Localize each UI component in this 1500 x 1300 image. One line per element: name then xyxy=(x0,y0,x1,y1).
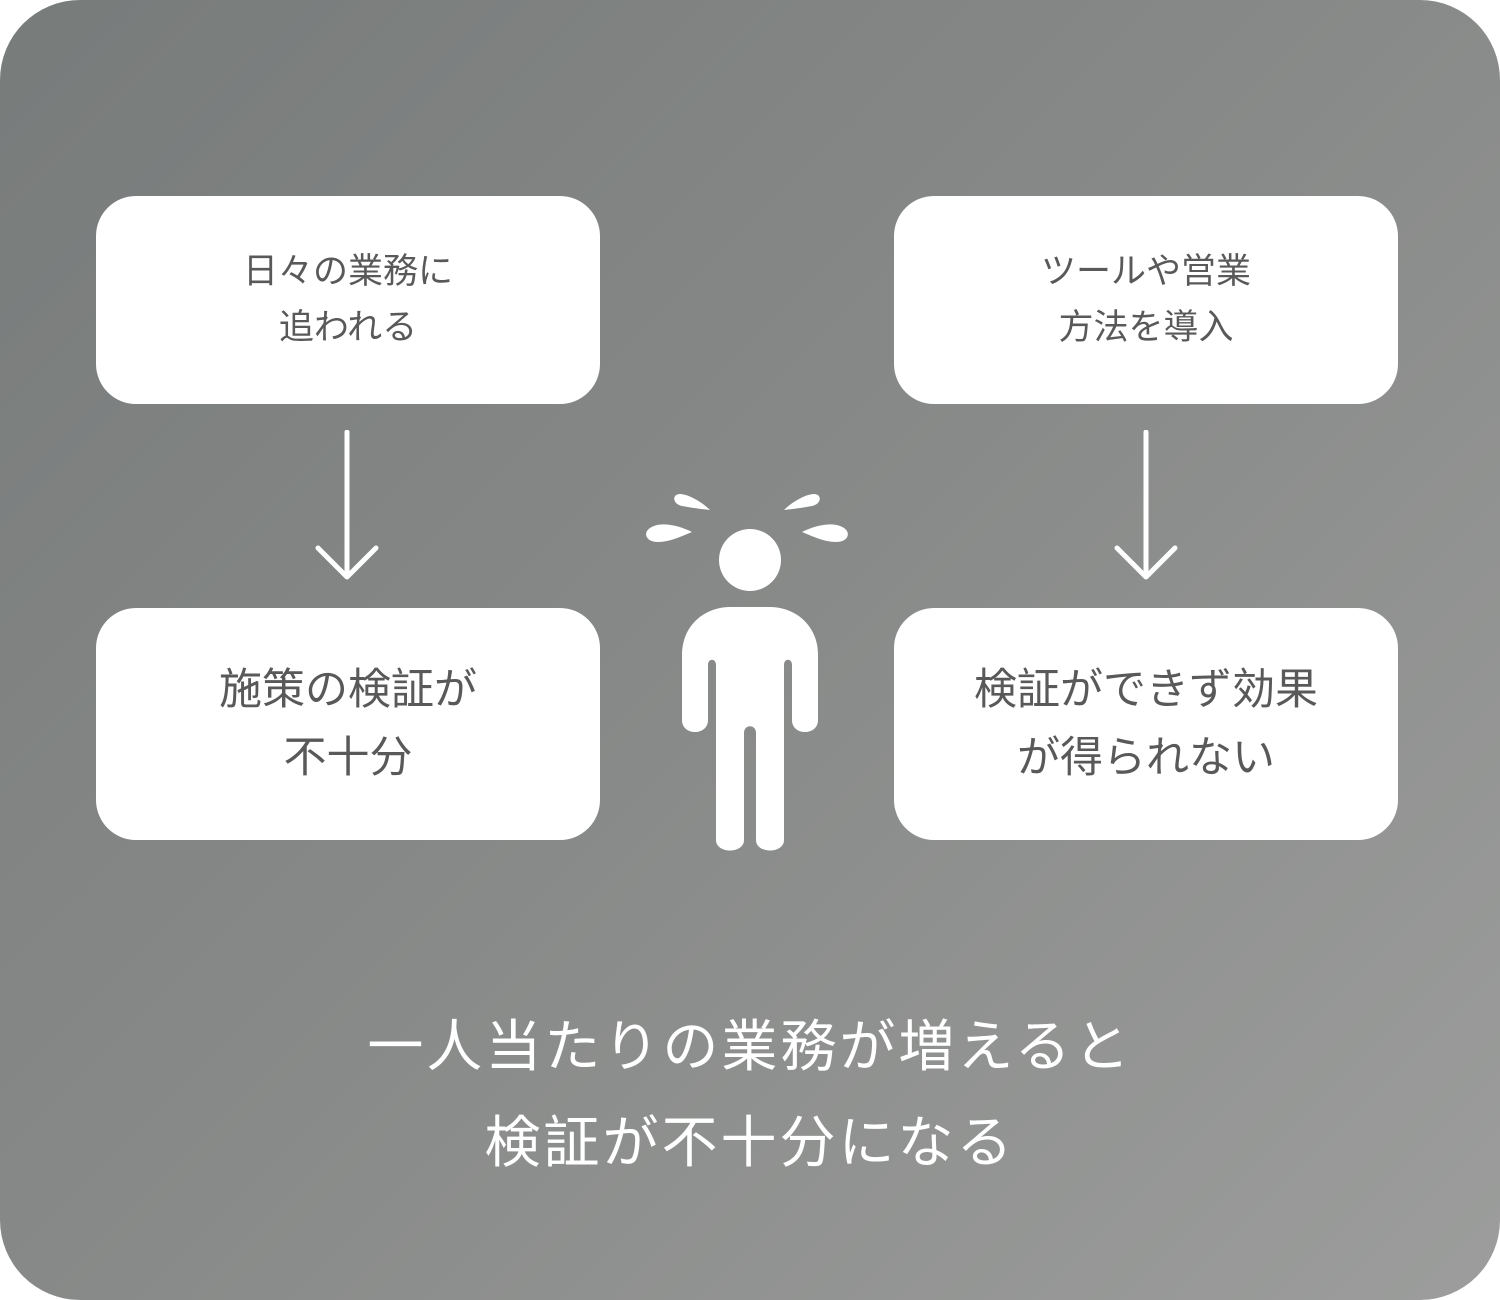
crying-person-icon xyxy=(646,494,848,851)
box-text-line: 施策の検証が xyxy=(219,665,477,715)
box-text-line: 不十分 xyxy=(283,733,413,783)
box-no-effect: 検証ができず効果 が得られない xyxy=(894,608,1398,840)
box-text-line: 方法を導入 xyxy=(1058,308,1234,348)
arrow-down-icon xyxy=(315,430,379,580)
summary-caption: 一人当たりの業務が増えると 検証が不十分になる xyxy=(0,1000,1500,1192)
box-text-line: 日々の業務に xyxy=(242,252,453,292)
box-daily-work: 日々の業務に 追われる xyxy=(96,196,600,404)
box-text-line: 追われる xyxy=(278,308,418,348)
box-tool-introduction: ツールや営業 方法を導入 xyxy=(894,196,1398,404)
caption-line: 検証が不十分になる xyxy=(484,1111,1016,1176)
box-text-line: 検証ができず効果 xyxy=(974,665,1318,715)
arrow-down-icon xyxy=(1114,430,1178,580)
box-text-line: ツールや営業 xyxy=(1040,252,1251,292)
box-insufficient-verification: 施策の検証が 不十分 xyxy=(96,608,600,840)
caption-line: 一人当たりの業務が増えると xyxy=(367,1015,1133,1080)
box-text-line: が得られない xyxy=(1017,733,1275,783)
